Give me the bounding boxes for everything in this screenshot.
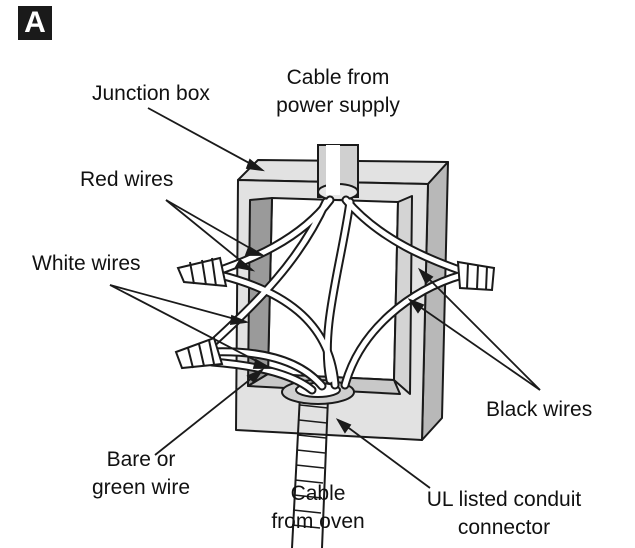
- label-cable-power-line2: power supply: [276, 94, 400, 117]
- label-bare-wire-line1: Bare or: [106, 448, 176, 471]
- wire-nut-left-top: [176, 256, 228, 288]
- power-supply-cable: [317, 144, 359, 201]
- wire-nut-left-bottom: [174, 336, 224, 370]
- label-red-wires: Red wires: [80, 168, 174, 191]
- label-cable-oven-line2: from oven: [271, 510, 365, 533]
- label-conduit-line2: connector: [457, 516, 551, 539]
- label-cable-oven-line1: Cable: [290, 482, 346, 505]
- label-junction-box: Junction box: [92, 82, 210, 105]
- wires: [200, 195, 470, 395]
- callout-arrows: [109, 107, 541, 489]
- label-bare-wire-line2: green wire: [91, 476, 191, 499]
- label-cable-power-line1: Cable from: [286, 66, 390, 89]
- label-black-wires: Black wires: [486, 398, 593, 421]
- wire-nut-right: [456, 260, 496, 292]
- figure-badge: A: [18, 6, 52, 40]
- label-conduit-line1: UL listed conduit: [426, 488, 582, 511]
- label-white-wires: White wires: [32, 252, 141, 275]
